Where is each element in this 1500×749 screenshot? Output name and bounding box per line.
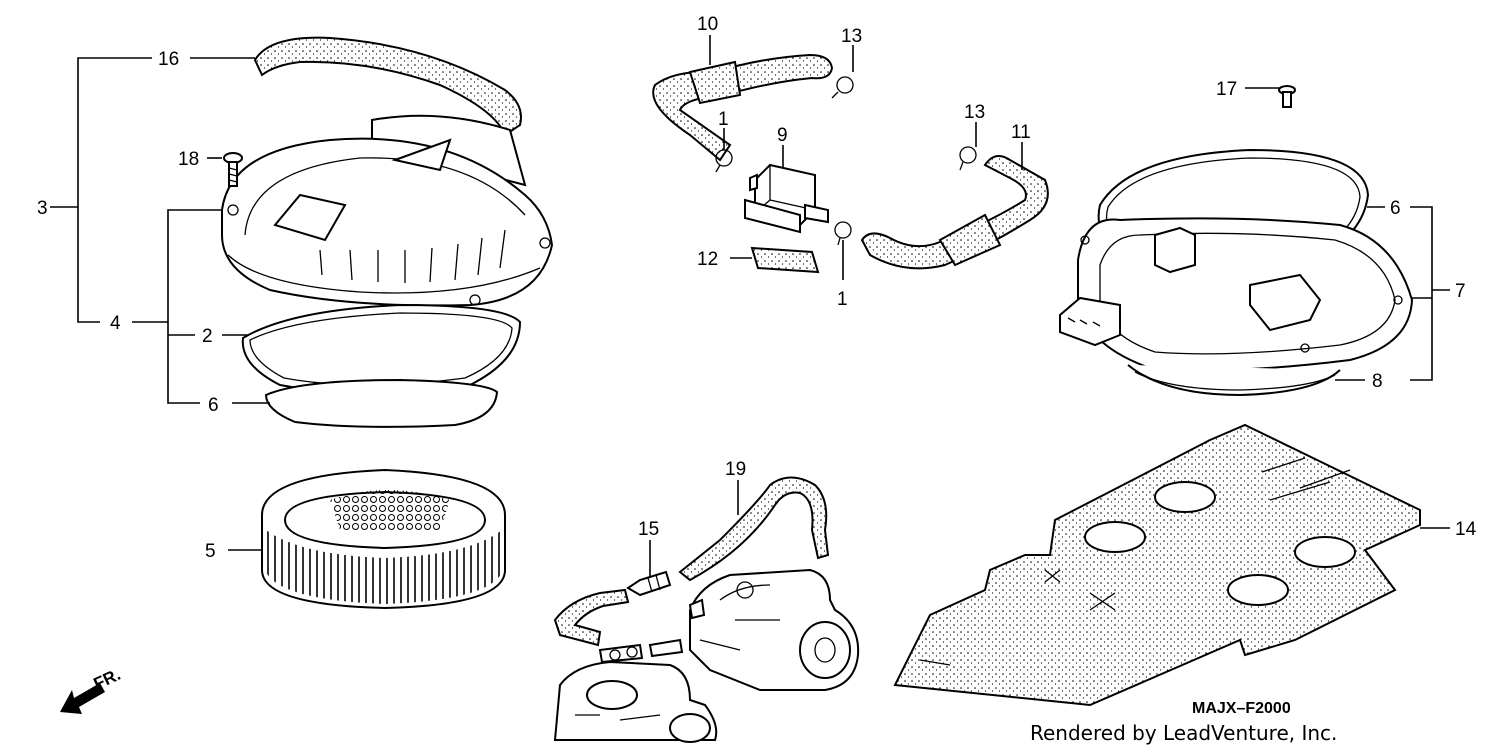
carburetor-lower <box>553 643 718 743</box>
callout-11: 11 <box>1011 122 1031 143</box>
hose-part-11 <box>860 155 1049 270</box>
callout-6-right: 6 <box>1390 198 1401 219</box>
callout-5: 5 <box>205 541 216 562</box>
air-box-case-part-7 <box>1059 217 1414 372</box>
air-cleaner-cover-assembly <box>50 36 554 610</box>
valve-part-9 <box>744 163 829 234</box>
callout-6-left: 6 <box>208 395 219 416</box>
hose-part-19 <box>678 476 830 582</box>
callout-18: 18 <box>178 149 199 170</box>
diagram-code: MAJX–F2000 <box>1192 700 1291 717</box>
o-ring-part-6 <box>264 378 499 428</box>
callout-3: 3 <box>37 198 48 219</box>
callout-labels: 16 3 4 2 6 18 5 10 13 1 9 12 1 13 11 17 … <box>37 14 1477 562</box>
callout-2: 2 <box>202 326 213 347</box>
callout-4: 4 <box>110 313 121 334</box>
callout-1-left: 1 <box>718 109 729 130</box>
seal-part-8 <box>1127 364 1341 397</box>
small-hose <box>553 588 630 647</box>
callout-9: 9 <box>777 125 788 146</box>
hose-part-10 <box>652 53 834 162</box>
cover-part-4 <box>221 114 554 307</box>
carburetor-assembly <box>553 476 860 743</box>
callout-1-right: 1 <box>837 289 848 310</box>
air-filter-element-part-5 <box>261 468 506 610</box>
clamp-part-1-right <box>834 221 852 246</box>
mat-part-14 <box>893 423 1450 707</box>
pad-part-12 <box>750 246 820 274</box>
callout-15: 15 <box>638 519 659 540</box>
fitting-part-15 <box>626 570 672 597</box>
gasket-part-2 <box>241 303 522 394</box>
screw-part-18 <box>223 152 243 187</box>
callout-10: 10 <box>697 14 718 35</box>
credit-text: Rendered by LeadVenture, Inc. <box>1030 721 1337 745</box>
callout-13-top: 13 <box>841 26 862 47</box>
callout-16: 16 <box>158 49 179 70</box>
air-box-case-assembly <box>1059 85 1450 397</box>
callout-17: 17 <box>1216 79 1237 100</box>
clamp-part-13-top <box>831 76 854 99</box>
callout-7: 7 <box>1455 281 1466 302</box>
callout-13-right: 13 <box>964 102 985 123</box>
callout-14: 14 <box>1455 519 1477 540</box>
clamp-part-13-right <box>959 146 977 171</box>
carburetor-upper <box>648 568 860 691</box>
callout-8: 8 <box>1372 371 1383 392</box>
callout-19: 19 <box>725 459 746 480</box>
screw-part-17 <box>1278 85 1296 108</box>
breather-hose-assembly <box>652 35 1049 280</box>
front-direction-arrow: FR. <box>60 665 124 714</box>
callout-12: 12 <box>697 249 718 270</box>
seal-strip-part-16 <box>253 36 522 137</box>
